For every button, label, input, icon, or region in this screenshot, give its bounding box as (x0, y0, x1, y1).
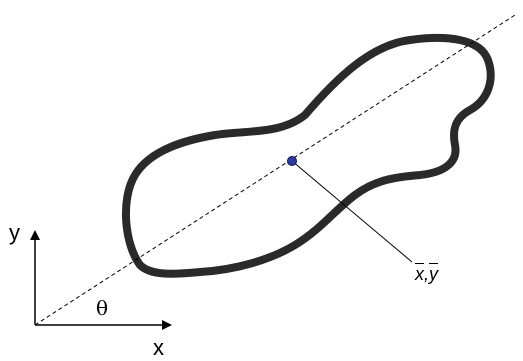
centroid-leader-line (291, 160, 413, 263)
centroid-y-bar: y (429, 264, 439, 284)
centroid-point (287, 156, 297, 166)
object-outline (121, 33, 495, 278)
y-axis-label: y (9, 220, 20, 245)
centroid-separator: , (424, 264, 430, 284)
principal-axis-line (34, 14, 516, 326)
x-axis-label: x (153, 335, 164, 360)
centroid-x-bar: x (415, 264, 424, 284)
theta-angle-label: θ (96, 296, 109, 320)
centroid-label: x,y (415, 265, 438, 283)
